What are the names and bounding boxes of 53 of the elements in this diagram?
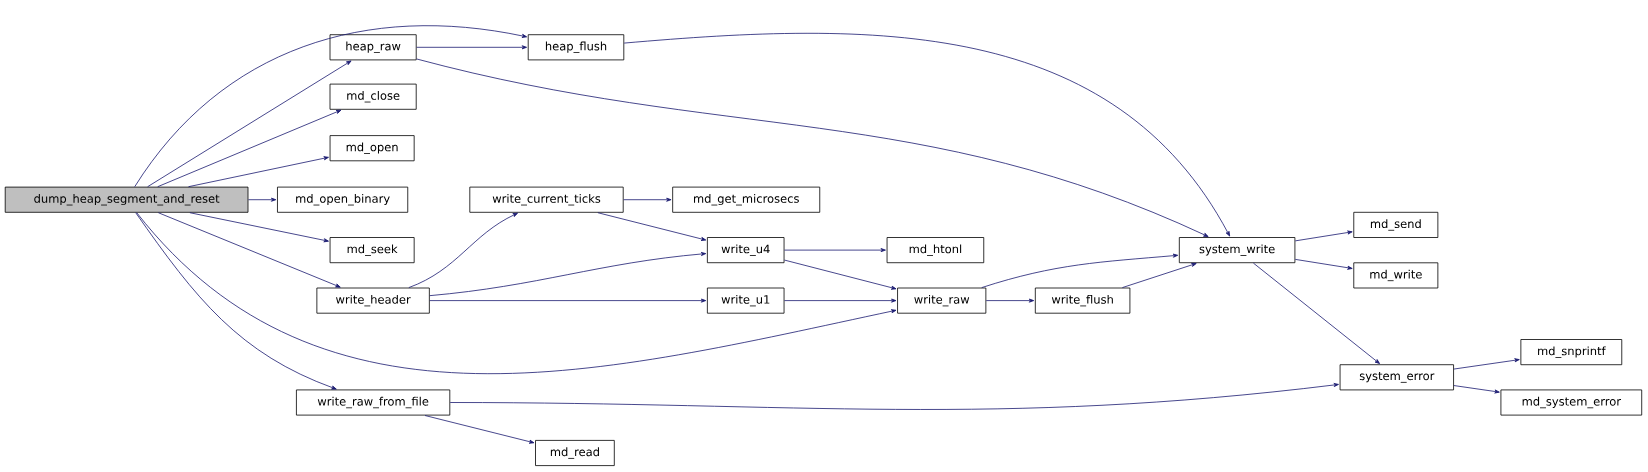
arrow	[416, 45, 527, 50]
arrow	[1294, 259, 1353, 270]
function-box: md_get_microsecs	[672, 186, 821, 213]
arrow	[623, 32, 1231, 237]
function-box: write_flush	[1034, 287, 1131, 314]
function-box: write_raw	[897, 287, 987, 314]
function-box: heap_raw	[329, 34, 417, 61]
function-box: dump_heap_segment_and_reset	[4, 186, 249, 213]
arrow	[1453, 385, 1500, 394]
arrow	[136, 212, 897, 374]
function-box: write_u1	[706, 287, 785, 314]
arrow	[135, 212, 337, 390]
arrow	[985, 298, 1035, 303]
function-box: heap_flush	[527, 34, 625, 61]
arrow	[189, 212, 329, 243]
arrow	[981, 253, 1179, 288]
function-box: write_raw_from_file	[296, 389, 451, 416]
function-box: md_send	[1353, 211, 1439, 238]
arrow	[1122, 262, 1197, 288]
arrow	[784, 248, 886, 253]
function-box: md_close	[329, 83, 417, 110]
function-box: write_header	[316, 287, 430, 314]
arrow	[429, 252, 707, 297]
arrow	[1453, 358, 1520, 370]
arrow	[429, 298, 707, 303]
function-box: md_open_binary	[277, 186, 409, 213]
function-box: md_seek	[329, 237, 415, 264]
arrow	[784, 298, 897, 303]
function-box: write_u4	[706, 237, 785, 264]
arrow	[157, 109, 342, 188]
arrow	[424, 415, 535, 444]
arrow	[188, 156, 329, 188]
arrow	[408, 212, 518, 288]
arrow	[248, 197, 277, 202]
arrow	[157, 212, 341, 288]
function-box: write_current_ticks	[469, 186, 624, 213]
arrow	[147, 60, 352, 188]
arrow	[784, 259, 897, 290]
arrow	[623, 197, 672, 202]
arrow	[597, 212, 707, 241]
function-box: md_system_error	[1500, 389, 1643, 416]
arrow	[449, 383, 1339, 410]
function-box: md_read	[535, 440, 615, 466]
function-box: system_error	[1339, 364, 1454, 391]
function-box: md_htonl	[886, 237, 985, 264]
arrow	[416, 58, 1209, 237]
function-box: md_snprintf	[1520, 339, 1623, 366]
arrow	[1294, 230, 1353, 242]
arrow	[134, 25, 528, 188]
arrow	[1253, 262, 1380, 364]
function-box: md_write	[1353, 262, 1439, 289]
function-box: system_write	[1178, 237, 1296, 264]
function-box: md_open	[329, 135, 415, 162]
